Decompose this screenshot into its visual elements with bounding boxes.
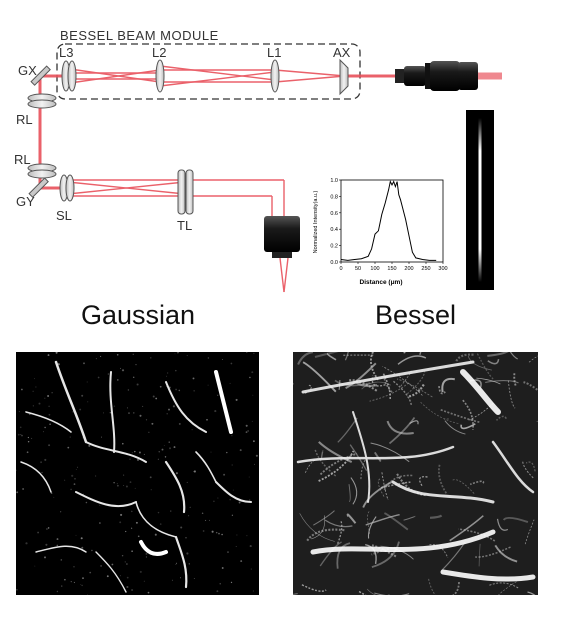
bessel-beam-line (478, 118, 482, 282)
relay-lens-top-label: RL (16, 112, 33, 127)
fiber-collimator (395, 61, 478, 91)
galvo-y-label: GY (16, 194, 35, 209)
chart-y-tick-label: 0.2 (330, 244, 338, 250)
chart-x-tick-label: 50 (355, 266, 361, 272)
chart-x-tick-label: 200 (404, 266, 413, 272)
scan-lens-label: SL (56, 208, 72, 223)
tube-lens-label: TL (177, 218, 192, 233)
objective-lens (264, 216, 300, 258)
bessel-module-box (56, 43, 361, 100)
relay-lens-top (27, 93, 57, 109)
chart-plot-frame (340, 179, 444, 263)
chart-x-tick-label: 100 (370, 266, 379, 272)
gaussian-vessels (20, 360, 252, 593)
chart-x-tick-label: 150 (387, 266, 396, 272)
bessel-caption: Bessel (375, 300, 457, 330)
axicon (339, 58, 349, 96)
relay-lens-bottom-label: RL (14, 152, 31, 167)
lens-l3 (61, 60, 77, 92)
bessel-vessels (296, 360, 536, 582)
galvo-x-mirror (30, 65, 51, 86)
relay-lens-bottom (27, 163, 57, 179)
galvo-x-label: GX (18, 63, 37, 78)
lens-l2-label: L2 (152, 45, 166, 60)
chart-x-tick-label: 300 (438, 266, 447, 272)
lens-l1-label: L1 (267, 45, 281, 60)
chart-y-axis-label: Normalized Intensity(a.u.) (313, 191, 319, 254)
chart-y-tick-label: 1.0 (330, 178, 338, 184)
bessel-image (293, 352, 538, 595)
module-title: BESSEL BEAM MODULE (60, 28, 219, 43)
lens-l3-label: L3 (59, 45, 73, 60)
lens-l2 (155, 59, 165, 93)
chart-x-axis-label: Distance (μm) (360, 279, 403, 286)
axicon-label: AX (333, 45, 351, 60)
chart-x-tick-label: 250 (421, 266, 430, 272)
gaussian-image (16, 352, 259, 595)
gaussian-caption: Gaussian (81, 300, 196, 330)
chart-y-tick-label: 0.4 (330, 227, 338, 233)
gaussian-image-noise (16, 352, 258, 595)
chart-y-tick-label: 0.0 (330, 260, 338, 266)
chart-y-tick-label: 0.6 (330, 211, 338, 217)
galvo-y-mirror (28, 177, 49, 198)
chart-y-tick-label: 0.8 (330, 194, 338, 200)
chart-intensity-series-line (340, 180, 437, 261)
laser-beam-path (38, 65, 502, 293)
chart-x-tick-label: 0 (339, 266, 342, 272)
lens-l1 (270, 59, 280, 93)
scan-lens (59, 174, 75, 202)
intensity-profile-chart: Normalized Intensity(a.u.) Distance (μm)… (313, 178, 448, 286)
tube-lens (177, 169, 194, 215)
